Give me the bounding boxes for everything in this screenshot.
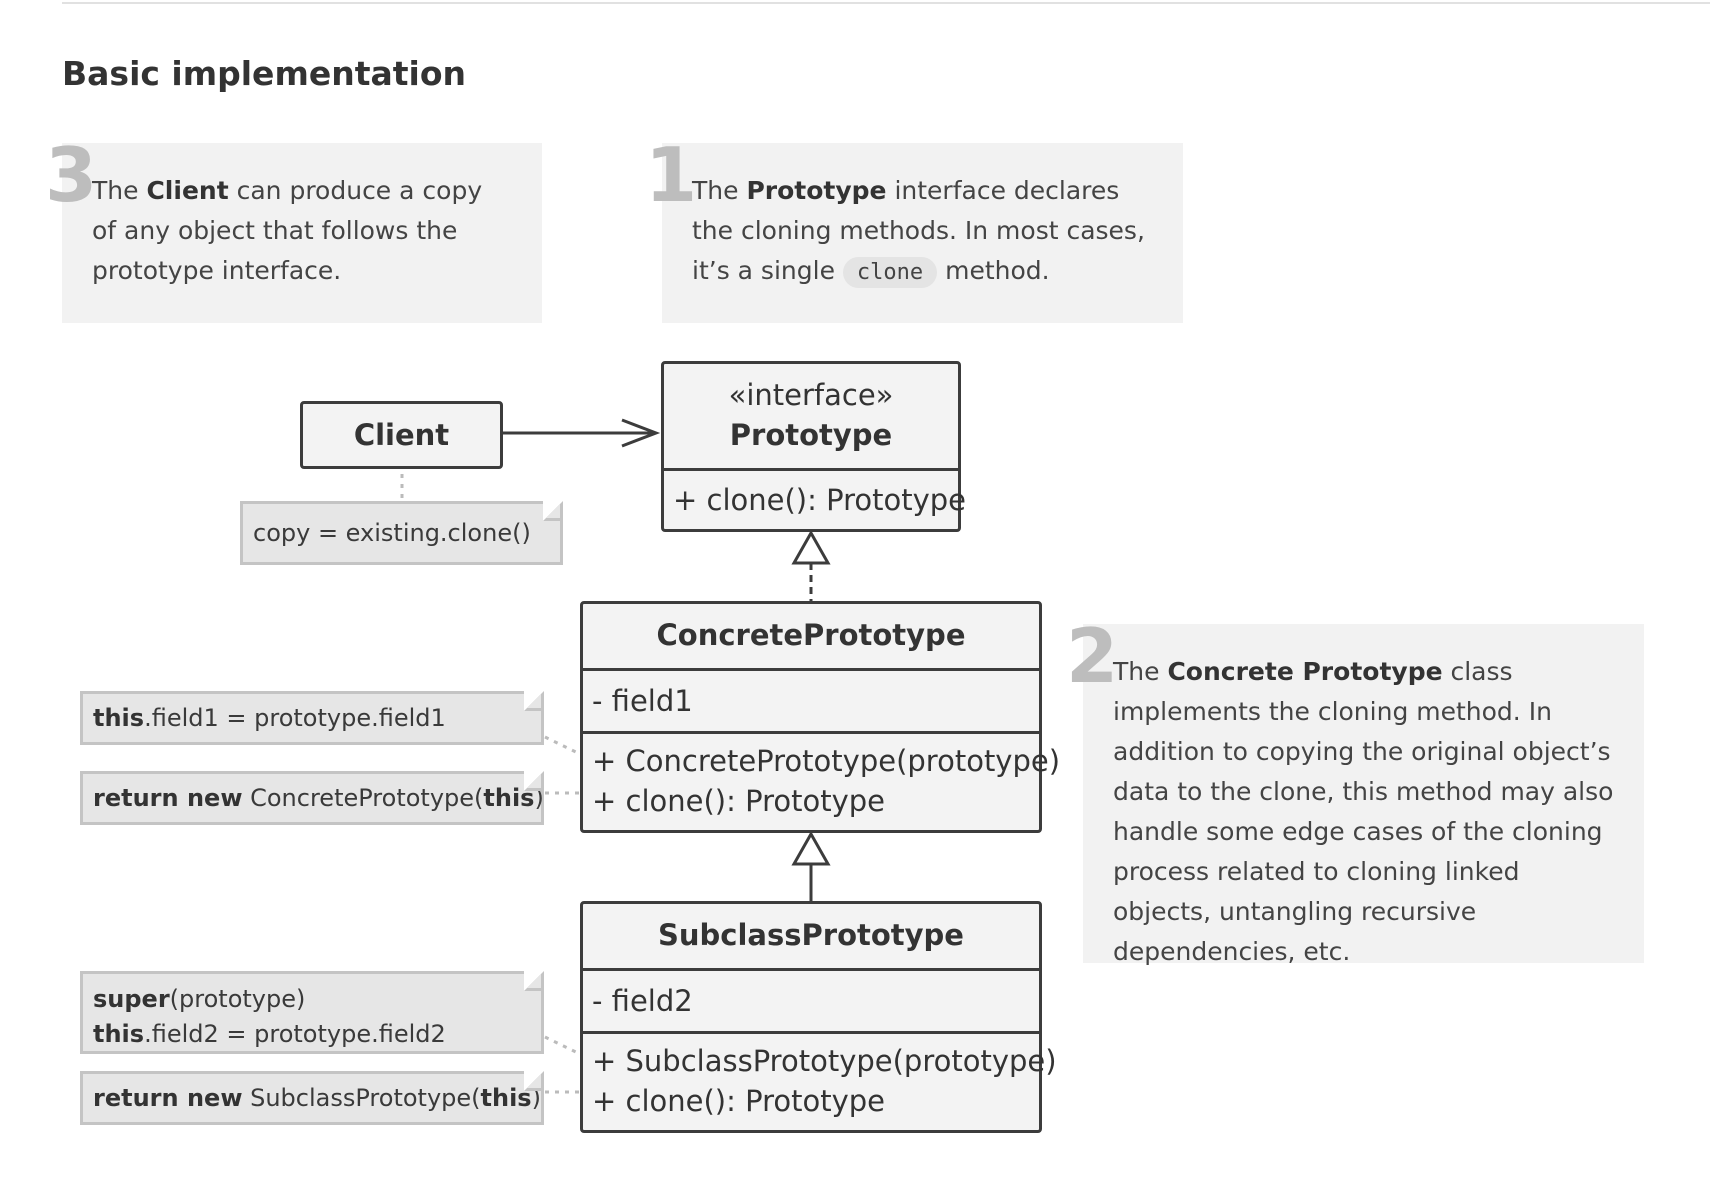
class-name: Client (353, 418, 450, 452)
note-subclass-constructor: super(prototype)this.field2 = prototype.… (80, 971, 544, 1054)
realization-arrowhead (791, 529, 831, 565)
callout-text: The Prototype interface declares the clo… (692, 171, 1162, 293)
bold-text: return new (93, 1084, 243, 1112)
bold-text: Client (146, 176, 229, 205)
class-name: SubclassPrototype (658, 918, 964, 952)
note-text: this.field1 = prototype.field1 (93, 694, 541, 742)
section-title: Basic implementation (62, 54, 466, 93)
top-divider (62, 2, 1710, 4)
note-fold (543, 501, 563, 521)
stereotype-label: «interface» (728, 378, 894, 412)
text-run: The (692, 176, 747, 205)
class-methods: + SubclassPrototype(prototype) + clone()… (583, 1031, 1057, 1121)
field-line: - field1 (592, 684, 693, 718)
note-line: super(prototype) (93, 982, 541, 1017)
callout-concrete-prototype: 2 The Concrete Prototype class implement… (1066, 619, 1644, 966)
note-fold (524, 971, 544, 991)
callout-number: 3 (45, 131, 98, 219)
text-run: The (1113, 657, 1168, 686)
note-line: this.field2 = prototype.field2 (93, 1017, 541, 1052)
callout-number: 2 (1066, 612, 1119, 700)
note-line: return new ConcretePrototype(this) (93, 774, 544, 822)
text-run: can produce a copy of any object that fo… (92, 176, 483, 285)
text-run: ) (531, 1084, 541, 1112)
note-line: copy = existing.clone() (253, 504, 560, 562)
class-name: ConcretePrototype (656, 618, 966, 652)
callout-number: 1 (645, 131, 698, 219)
method-line: + clone(): Prototype (592, 1084, 886, 1118)
subclass-ctor-note-link (544, 1035, 585, 1058)
text-run: copy = existing.clone() (253, 519, 531, 547)
callout-prototype: 1 The Prototype interface declares the c… (645, 138, 1183, 323)
class-header: «interface» Prototype (664, 364, 958, 468)
inline-code: clone (842, 257, 938, 288)
bold-text: this (93, 704, 145, 732)
text-run: (prototype) (169, 985, 306, 1013)
method-line: + clone(): Prototype (592, 784, 886, 818)
note-concrete-constructor: this.field1 = prototype.field1 (80, 691, 544, 745)
note-subclass-clone: return new SubclassPrototype(this) (80, 1071, 544, 1125)
note-line: this.field1 = prototype.field1 (93, 694, 541, 742)
note-text: super(prototype)this.field2 = prototype.… (93, 982, 541, 1052)
bold-text: Prototype (746, 176, 887, 205)
text-run: .field2 = prototype.field2 (144, 1020, 446, 1048)
bold-text: return new (93, 784, 243, 812)
class-client: Client (300, 401, 503, 469)
note-fold (524, 691, 544, 711)
class-fields: - field1 (583, 668, 1039, 731)
note-fold (524, 1071, 544, 1091)
callout-client: 3 The Client can produce a copy of any o… (45, 138, 542, 323)
class-fields: - field2 (583, 968, 1039, 1031)
bold-text: this (93, 1020, 145, 1048)
text-run: The (92, 176, 147, 205)
text-run: SubclassPrototype( (242, 1084, 481, 1112)
class-concrete-prototype: ConcretePrototype - field1 + ConcretePro… (580, 601, 1061, 833)
concrete-ctor-note-link (544, 735, 585, 758)
bold-text: Concrete Prototype (1167, 657, 1443, 686)
text-run: ConcretePrototype( (242, 784, 484, 812)
note-concrete-clone: return new ConcretePrototype(this) (80, 771, 544, 825)
class-name: Prototype (729, 418, 893, 452)
class-subclass-prototype: SubclassPrototype - field2 + SubclassPro… (580, 901, 1057, 1133)
note-line: return new SubclassPrototype(this) (93, 1074, 541, 1122)
callout-text: The Client can produce a copy of any obj… (92, 171, 512, 291)
association-arrowhead (621, 418, 661, 448)
bold-text: super (93, 985, 170, 1013)
text-run: method. (937, 256, 1050, 285)
class-prototype: «interface» Prototype + clone(): Prototy… (661, 361, 967, 532)
inheritance-arrowhead (791, 830, 831, 866)
note-fold (524, 771, 544, 791)
bold-text: this (480, 1084, 532, 1112)
text-run: .field1 = prototype.field1 (144, 704, 446, 732)
callout-text: The Concrete Prototype class implements … (1113, 652, 1623, 972)
text-run: ) (534, 784, 544, 812)
note-text: return new SubclassPrototype(this) (93, 1074, 541, 1122)
text-run: interface declares the cloning methods. … (692, 176, 1145, 285)
note-text: copy = existing.clone() (253, 504, 560, 562)
class-methods: + clone(): Prototype (664, 468, 967, 529)
method-line: + clone(): Prototype (673, 483, 967, 517)
class-methods: + ConcretePrototype(prototype) + clone()… (583, 731, 1061, 821)
text-run: class implements the cloning method. In … (1113, 657, 1614, 966)
field-line: - field2 (592, 984, 693, 1018)
method-line: + SubclassPrototype(prototype) (592, 1044, 1057, 1078)
note-text: return new ConcretePrototype(this) (93, 774, 544, 822)
note-client-copy: copy = existing.clone() (240, 501, 563, 565)
method-line: + ConcretePrototype(prototype) (592, 744, 1061, 778)
